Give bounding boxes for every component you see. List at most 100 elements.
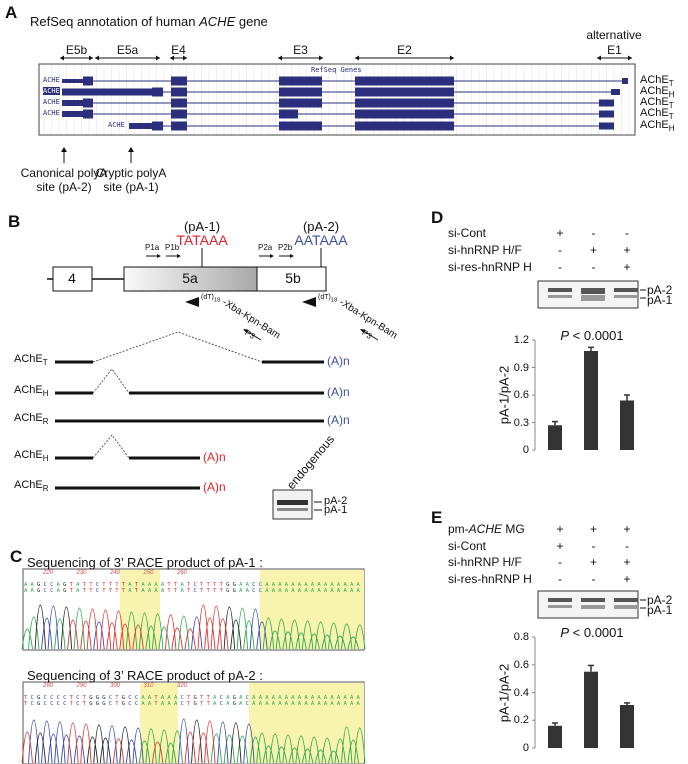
exon-block	[599, 110, 614, 118]
exon-block	[62, 100, 83, 106]
y-tick-label: 0.4	[513, 686, 529, 699]
isoform-subscript: T	[668, 101, 674, 111]
exon-block	[611, 89, 620, 95]
trace-A	[138, 726, 366, 764]
exon-block	[171, 76, 187, 86]
polya-site-name: (pA-1)	[183, 219, 221, 234]
gel-band-pa1	[614, 295, 638, 298]
primer-label: P2a	[258, 243, 273, 252]
y-tick-label: 0.3	[513, 416, 529, 429]
p3-arrow	[244, 329, 262, 341]
gel-band-pa2	[548, 598, 572, 602]
isoform-label: AChEH	[640, 85, 675, 99]
exon-block	[355, 121, 454, 131]
y-tick-label: 1.2	[513, 334, 529, 346]
y-tick-label: 0.9	[513, 361, 529, 374]
polya-site-label: Cryptic polyA	[95, 166, 167, 180]
base-position: 230	[76, 570, 87, 576]
exon-label: 5a	[182, 270, 198, 286]
base-position: 300	[110, 683, 121, 689]
exon-block	[279, 109, 298, 119]
condition-sign: -	[591, 226, 596, 240]
bar	[584, 671, 598, 748]
primer-arrow-head	[157, 254, 161, 258]
bar	[620, 400, 634, 450]
trace-G	[34, 719, 242, 764]
panel-a-title: RefSeq annotation of human ACHE gene	[30, 14, 268, 29]
isoform-name: AChE	[640, 96, 669, 108]
isoform-label: AChET	[640, 74, 674, 88]
oligo-dt: (dT)	[318, 294, 331, 301]
oligo-dt-primer-icon	[302, 297, 316, 307]
condition-label: si-res-hnRNP H	[448, 260, 532, 274]
p3-arrow-head	[243, 329, 248, 333]
y-tick-label: 0	[522, 742, 529, 754]
gel-band-pa1	[277, 508, 308, 511]
bar	[584, 351, 598, 450]
chromatogram-title: Sequencing of 3’ RACE product of pA-2 :	[27, 668, 263, 683]
exon-label: E1	[607, 43, 622, 57]
exon-4-box	[52, 266, 93, 292]
gel-band-pa2	[614, 598, 638, 602]
condition-sign: -	[558, 555, 562, 569]
exon-block	[599, 99, 614, 107]
oligo-dt-primer-icon	[185, 297, 199, 307]
bar	[548, 725, 562, 748]
gene-name: ACHE	[468, 522, 503, 536]
gel-band-pa2	[277, 500, 308, 505]
exon-label: E2	[397, 43, 412, 57]
y-tick-label: 0.6	[513, 658, 529, 671]
p3-arrow-head	[360, 329, 365, 333]
p-symbol: P	[560, 625, 570, 640]
condition-sign: +	[556, 226, 564, 240]
condition-sign: +	[623, 243, 631, 257]
y-tick-label: 0.8	[513, 631, 529, 643]
exon-label: E5b	[65, 43, 88, 57]
trace-T	[67, 604, 229, 650]
oligo-dt-label: (dT)18	[318, 294, 337, 303]
trace-T	[21, 720, 216, 764]
gel-band-pa1	[581, 605, 605, 609]
polya-tail: (A)n	[203, 450, 226, 464]
y-tick-label: 0	[522, 444, 529, 456]
exon-block	[279, 121, 322, 131]
exon-block	[279, 98, 322, 108]
base-position: 280	[43, 683, 54, 689]
polya-tail: (A)n	[327, 354, 350, 368]
highlight-region	[140, 683, 178, 763]
polya-site-name: (pA-2)	[302, 219, 340, 234]
trace-C	[28, 718, 255, 764]
condition-label: si-Cont	[448, 226, 487, 240]
exon-block	[83, 76, 93, 86]
primer-label: P2b	[278, 243, 293, 252]
polya-signal-sequence: AATAAA	[294, 232, 348, 248]
condition-sign: -	[558, 260, 562, 274]
gel-label-pa1: pA-1	[647, 293, 673, 307]
exon-block	[355, 76, 454, 86]
isoform-name: AChE	[640, 119, 669, 131]
polya-signal-sequence: TATAAA	[176, 232, 228, 248]
exon-label: E3	[293, 43, 308, 57]
isoform-subscript: T	[668, 79, 674, 89]
y-tick-label: 0.2	[513, 714, 529, 727]
exon-block	[83, 109, 93, 119]
exon-block	[355, 98, 454, 108]
polya-site-label: site (pA-1)	[103, 180, 159, 194]
condition-sign: +	[623, 260, 631, 274]
alternative-label: alternative	[586, 28, 642, 42]
isoform-subscript: H	[668, 124, 675, 134]
bar	[548, 425, 562, 450]
condition-sign: +	[589, 243, 598, 257]
polya-site-label: Canonical polyA	[20, 166, 108, 180]
p-symbol: P	[560, 328, 570, 343]
isoform-label: AChEH	[640, 119, 675, 133]
condition-sign: +	[589, 555, 598, 569]
exon-label: E5a	[116, 43, 139, 57]
polya-tail: (A)n	[203, 480, 226, 494]
base-position: 290	[76, 683, 87, 689]
transcript-subscript: R	[42, 484, 49, 494]
arrow-head	[61, 147, 67, 152]
oligo-dt-label: (dT)18	[201, 294, 220, 303]
track-header: RefSeq Genes	[311, 66, 362, 74]
gel-label-pa2: pA-2	[647, 593, 673, 607]
